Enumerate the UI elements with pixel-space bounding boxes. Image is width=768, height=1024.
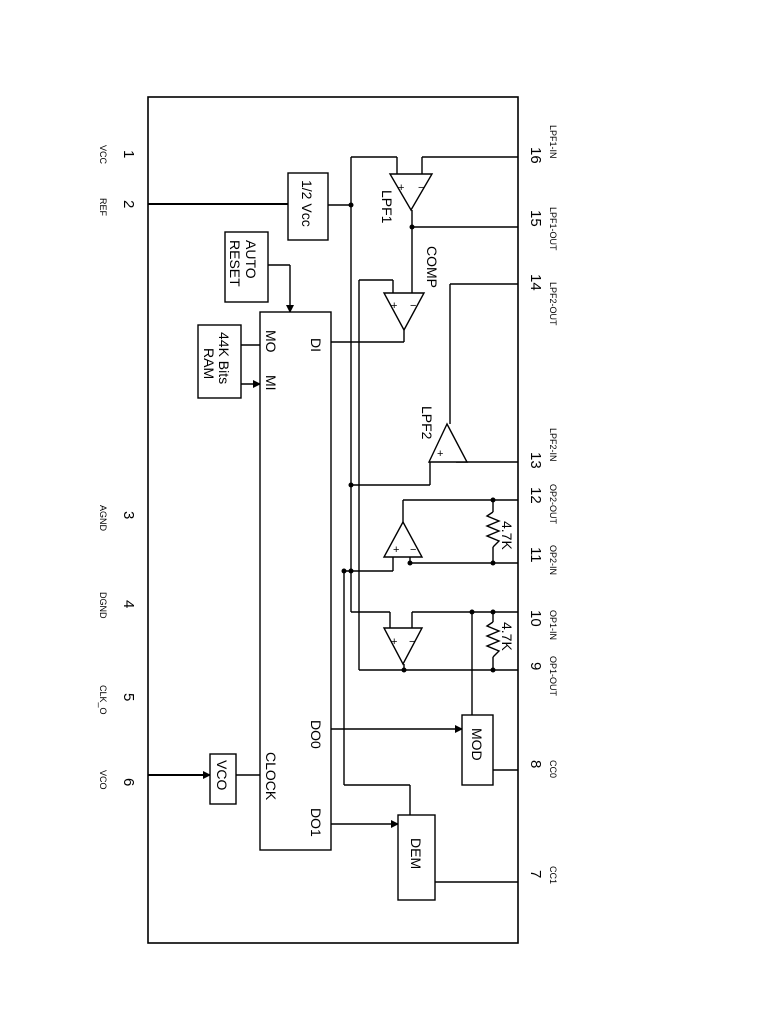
pin-5: 5 CLK_O xyxy=(98,685,137,715)
lpf1-minus: − xyxy=(418,182,424,194)
pin-4: 4 DGND xyxy=(98,592,137,619)
lpf1-opamp: + − xyxy=(388,173,434,212)
pin-14: 14 LPF2-OUT xyxy=(527,274,558,326)
vco-box xyxy=(209,753,237,805)
pin-14-number: 14 xyxy=(527,274,544,291)
op2-opamp: + − xyxy=(382,520,424,558)
pin-1-name: VCC xyxy=(98,145,108,165)
vco-label: VCO xyxy=(214,760,230,790)
comp-plus: + xyxy=(391,300,397,312)
do1-label: DO1 xyxy=(308,808,324,837)
pin-15: 15 LPF1-OUT xyxy=(527,207,558,251)
pin-13: 13 LPF2-IN xyxy=(527,428,558,469)
auto-reset-line2: RESET xyxy=(227,240,243,287)
pin-11-name: OP2-IN xyxy=(548,545,558,575)
pin-3: 3 AGND xyxy=(98,505,137,532)
pin-15-number: 15 xyxy=(527,210,544,227)
pin-9-name: OP1-OUT xyxy=(548,656,558,697)
pin-13-name: LPF2-IN xyxy=(548,428,558,462)
pin-10-name: OP1-IN xyxy=(548,610,558,640)
dem-box xyxy=(397,814,436,901)
pin-10: 10 OP1-IN xyxy=(527,610,558,640)
pin-10-number: 10 xyxy=(527,610,544,627)
pin-11-number: 11 xyxy=(527,547,544,563)
di-label: DI xyxy=(308,338,324,352)
pin-6: 6 VCO xyxy=(98,770,137,790)
comp-opamp: + − xyxy=(382,292,426,332)
pin-5-name: CLK_O xyxy=(98,685,108,715)
comp-label: COMP xyxy=(424,246,440,288)
pin-16-number: 16 xyxy=(527,147,544,164)
lpf2-label: LPF2 xyxy=(419,406,435,440)
pin-12-name: OP2-OUT xyxy=(548,484,558,525)
half-vcc-label: 1/2 Vcc xyxy=(299,180,315,227)
pin-12: 12 OP2-OUT xyxy=(527,484,558,525)
pin-8: 8 CC0 xyxy=(527,760,558,778)
pin-8-name: CC0 xyxy=(548,760,558,778)
ram-box xyxy=(197,324,242,399)
pin-9-number: 9 xyxy=(527,662,544,670)
half-vcc-box xyxy=(287,172,329,241)
ram-line2: RAM xyxy=(201,348,217,379)
pin-12-number: 12 xyxy=(527,487,544,504)
mi-label: MI xyxy=(263,375,279,391)
ram-line1: 44K Bits xyxy=(216,332,232,384)
lpf1-plus: + xyxy=(398,182,404,194)
junctions xyxy=(341,202,496,673)
resistor-op2 xyxy=(485,511,501,548)
do0-label: DO0 xyxy=(308,720,324,749)
mod-label: MOD xyxy=(469,728,485,761)
pin-7-number: 7 xyxy=(527,870,544,878)
clock-label: CLOCK xyxy=(263,752,279,801)
pin-13-number: 13 xyxy=(527,452,544,469)
lpf1-label: LPF1 xyxy=(379,190,395,224)
pin-14-name: LPF2-OUT xyxy=(548,282,558,326)
op2-minus: − xyxy=(410,544,416,556)
pin-1: 1 VCC xyxy=(98,145,137,165)
pin-7-name: CC1 xyxy=(548,866,558,884)
pin-2-name: REF xyxy=(98,198,108,217)
pin-7: 7 CC1 xyxy=(527,866,558,884)
pin-2-number: 2 xyxy=(120,200,137,208)
resistor-op1 xyxy=(485,621,501,658)
wires xyxy=(148,156,518,883)
pin-6-name: VCO xyxy=(98,770,108,790)
resistor-op1-label: 4.7K xyxy=(499,622,515,651)
pin-15-name: LPF1-OUT xyxy=(548,207,558,251)
auto-reset-box xyxy=(224,231,269,303)
mod-box xyxy=(461,714,494,786)
pin-4-number: 4 xyxy=(120,600,137,608)
pin-16: 16 LPF1-IN xyxy=(527,125,558,164)
pin-6-number: 6 xyxy=(120,778,137,786)
resistor-op2-label: 4.7K xyxy=(499,521,515,550)
pin-2: 2 REF xyxy=(98,198,137,217)
dem-label: DEM xyxy=(408,838,424,869)
pin-16-name: LPF1-IN xyxy=(548,125,558,159)
op1-plus: + xyxy=(391,636,397,648)
pin-11: 11 OP2-IN xyxy=(527,545,558,575)
lpf2-plus: + xyxy=(437,448,443,460)
auto-reset-line1: AUTO xyxy=(243,240,259,279)
pin-3-name: AGND xyxy=(98,505,108,532)
pin-4-name: DGND xyxy=(98,592,108,619)
pin-9: 9 OP1-OUT xyxy=(527,656,558,697)
op1-opamp: + − xyxy=(382,627,424,666)
pin-1-number: 1 xyxy=(120,150,137,158)
op1-minus: − xyxy=(409,636,415,648)
pin-5-number: 5 xyxy=(120,693,137,701)
lpf2-opamp: + xyxy=(427,422,469,463)
logic-block xyxy=(259,311,332,851)
pin-8-number: 8 xyxy=(527,760,544,768)
mo-label: MO xyxy=(263,330,279,353)
pin-3-number: 3 xyxy=(120,511,137,519)
comp-minus: − xyxy=(410,300,416,312)
chip-outline xyxy=(147,96,519,944)
op2-plus: + xyxy=(393,544,399,556)
